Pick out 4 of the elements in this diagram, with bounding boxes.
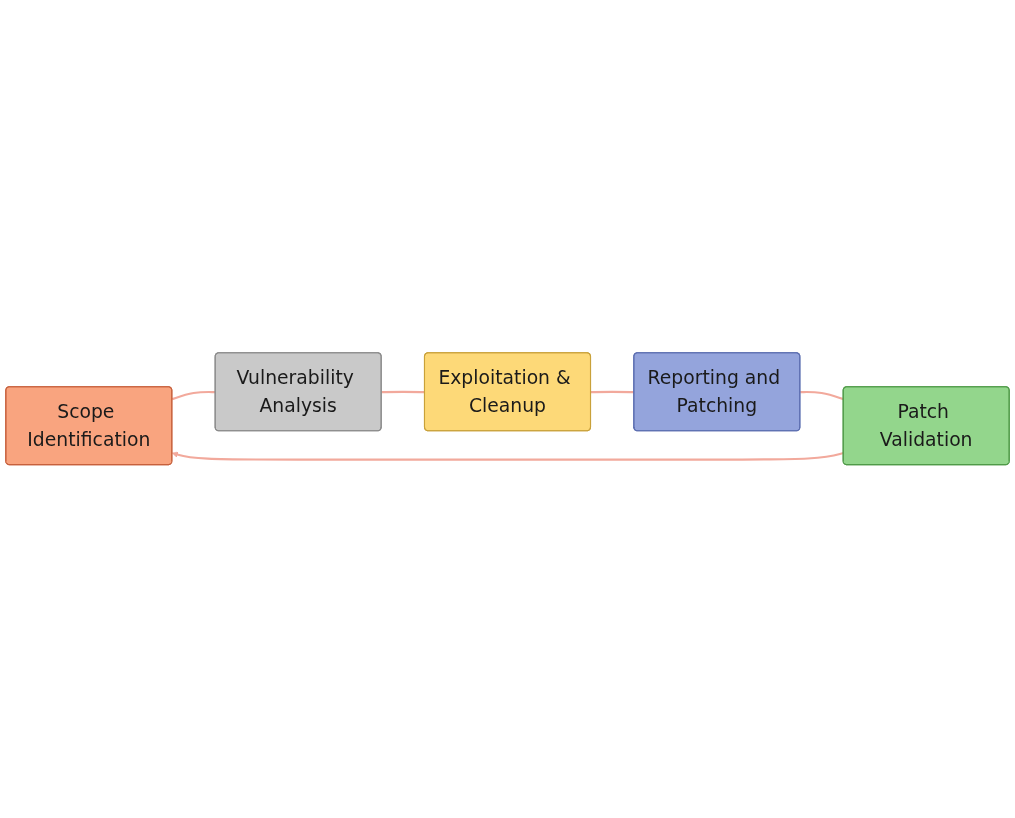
connector [171,391,216,401]
connector [381,391,425,394]
connector [800,391,844,401]
arrow [171,451,844,461]
